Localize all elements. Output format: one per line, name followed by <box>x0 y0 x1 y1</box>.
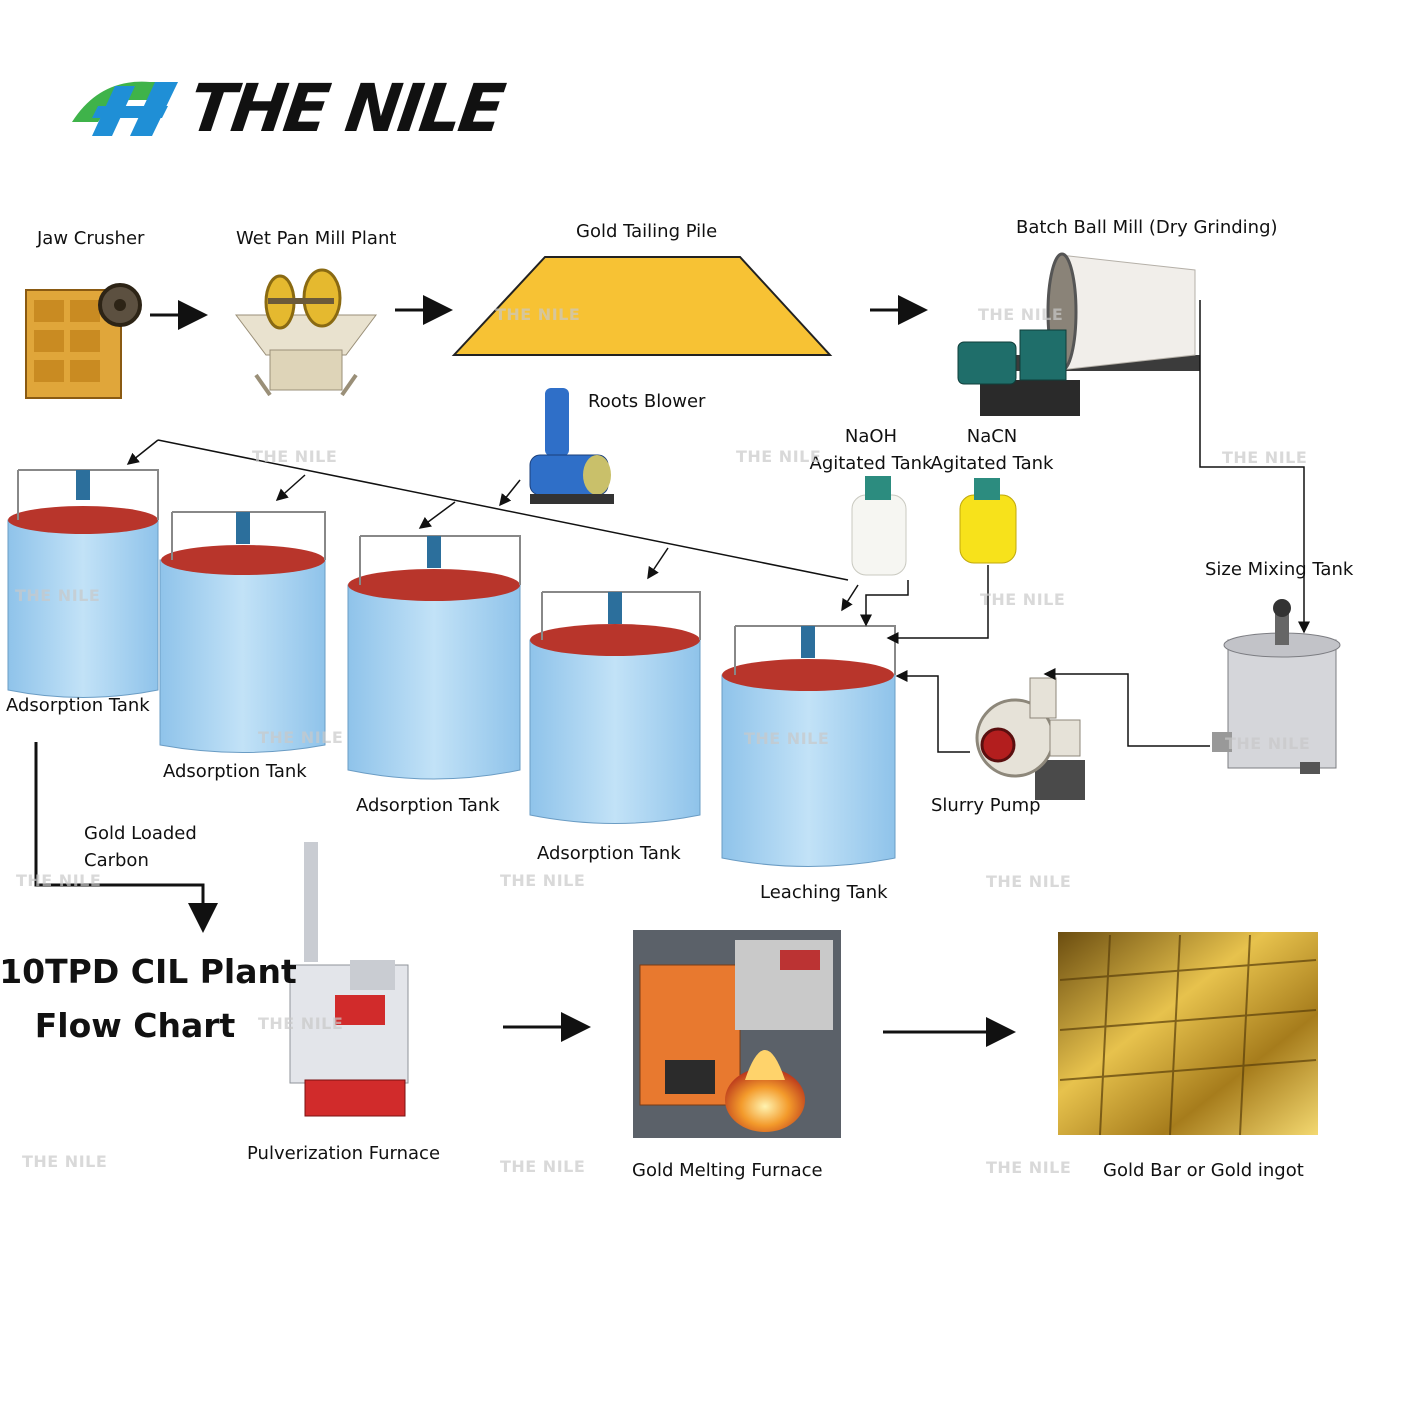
label-adsorption-tank-3: Adsorption Tank <box>356 795 500 816</box>
gold-tailing-pile-shape <box>451 256 833 356</box>
watermark: THE NILE <box>736 447 822 466</box>
brand-name: THE NILE <box>184 70 507 147</box>
watermark: THE NILE <box>986 1158 1072 1177</box>
label-slurry-pump: Slurry Pump <box>931 795 1041 816</box>
label-gold-melting-furnace: Gold Melting Furnace <box>632 1160 823 1181</box>
jaw-crusher-image <box>25 283 142 399</box>
watermark: THE NILE <box>258 728 344 747</box>
watermark: THE NILE <box>16 871 102 890</box>
label-nacn-1: NaCN <box>966 426 1018 447</box>
watermark: THE NILE <box>500 1157 586 1176</box>
naoh-tank-image <box>851 476 907 576</box>
watermark: THE NILE <box>15 586 101 605</box>
watermark: THE NILE <box>978 305 1064 324</box>
title-line-1: 10TPD CIL Plant <box>0 952 297 991</box>
label-naoh-2: Agitated Tank <box>809 453 933 474</box>
watermark: THE NILE <box>22 1152 108 1171</box>
gold-bar-image <box>1058 932 1318 1136</box>
label-wet-pan-mill: Wet Pan Mill Plant <box>236 228 397 249</box>
watermark: THE NILE <box>500 871 586 890</box>
label-jaw-crusher: Jaw Crusher <box>37 228 145 249</box>
pulverization-furnace-image <box>289 842 409 1117</box>
label-adsorption-tank-1: Adsorption Tank <box>6 695 150 716</box>
label-gold-loaded-1: Gold Loaded <box>84 823 197 844</box>
title-line-2: Flow Chart <box>34 1006 236 1045</box>
label-gold-bar: Gold Bar or Gold ingot <box>1103 1160 1304 1181</box>
label-nacn-2: Agitated Tank <box>930 453 1054 474</box>
size-mixing-tank-image <box>1212 599 1341 774</box>
watermark: THE NILE <box>495 305 581 324</box>
label-naoh-1: NaOH <box>844 426 898 447</box>
label-gold-tailing-pile: Gold Tailing Pile <box>576 221 718 242</box>
label-pulverization-furnace: Pulverization Furnace <box>247 1143 441 1164</box>
gold-melting-furnace-image <box>633 930 841 1138</box>
wet-pan-mill-image <box>235 268 377 397</box>
leaching-tank-image <box>721 625 896 867</box>
watermark: THE NILE <box>252 447 338 466</box>
label-adsorption-tank-4: Adsorption Tank <box>537 843 681 864</box>
process-lines <box>34 300 1310 933</box>
label-roots-blower: Roots Blower <box>588 391 706 412</box>
watermark: THE NILE <box>980 590 1066 609</box>
flow-arrows <box>150 295 1016 1047</box>
adsorption-tank-3-image <box>347 535 521 780</box>
watermark: THE NILE <box>258 1014 344 1033</box>
adsorption-tank-1-image <box>7 469 159 698</box>
adsorption-tank-2-image <box>159 511 326 753</box>
logo-mark <box>72 81 178 136</box>
label-gold-loaded-2: Carbon <box>84 850 149 871</box>
watermark: THE NILE <box>744 729 830 748</box>
watermark: THE NILE <box>986 872 1072 891</box>
roots-blower-image <box>529 388 614 504</box>
slurry-pump-image <box>975 677 1085 800</box>
label-batch-ball-mill: Batch Ball Mill (Dry Grinding) <box>1016 217 1278 238</box>
label-size-mixing-tank: Size Mixing Tank <box>1205 559 1354 580</box>
batch-ball-mill-image <box>957 252 1200 416</box>
label-adsorption-tank-2: Adsorption Tank <box>163 761 307 782</box>
watermark: THE NILE <box>1225 734 1311 753</box>
nacn-tank-image <box>959 478 1017 564</box>
watermark: THE NILE <box>1222 448 1308 467</box>
label-leaching-tank: Leaching Tank <box>760 882 888 903</box>
adsorption-tank-4-image <box>529 591 701 824</box>
